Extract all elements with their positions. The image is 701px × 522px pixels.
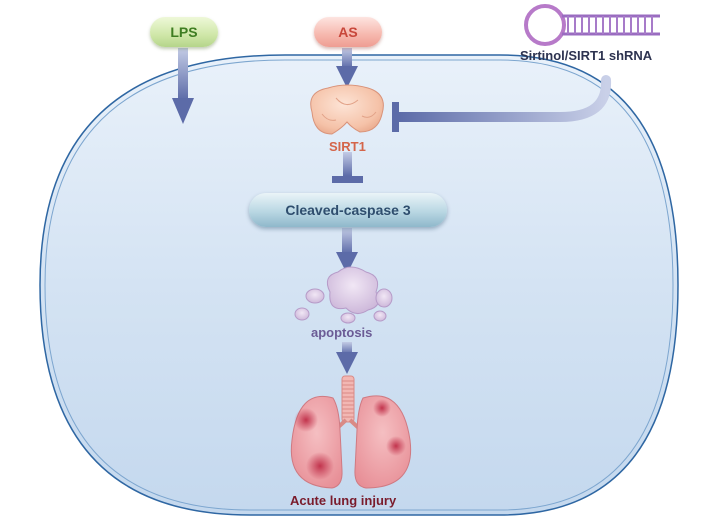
as-label: AS xyxy=(338,24,358,40)
shrna-hairpin-icon xyxy=(524,4,660,46)
sirt1-inhibits-caspase xyxy=(332,152,363,183)
lungs-icon xyxy=(290,375,412,489)
as-node: AS xyxy=(314,17,382,47)
inhibitor-to-sirt1 xyxy=(392,75,612,132)
apoptosis-to-lung-arrow xyxy=(336,342,358,374)
as-to-sirt1-arrow xyxy=(336,48,358,88)
apoptosis-label: apoptosis xyxy=(311,325,373,340)
caspase-label: Cleaved-caspase 3 xyxy=(285,202,411,218)
cell-membrane-inner xyxy=(44,59,674,511)
inhibitor-label: Sirtinol/SIRT1 shRNA xyxy=(520,48,653,63)
caspase-node: Cleaved-caspase 3 xyxy=(249,193,447,227)
outcome-label: Acute lung injury xyxy=(290,493,397,508)
lps-arrow xyxy=(172,48,194,124)
apoptotic-cell-icon xyxy=(294,266,393,324)
sirt1-protein-icon xyxy=(310,84,384,135)
lps-node: LPS xyxy=(150,17,218,47)
sirt1-label: SIRT1 xyxy=(329,139,366,154)
lps-label: LPS xyxy=(170,24,198,40)
caspase-to-apoptosis-arrow xyxy=(336,228,358,274)
